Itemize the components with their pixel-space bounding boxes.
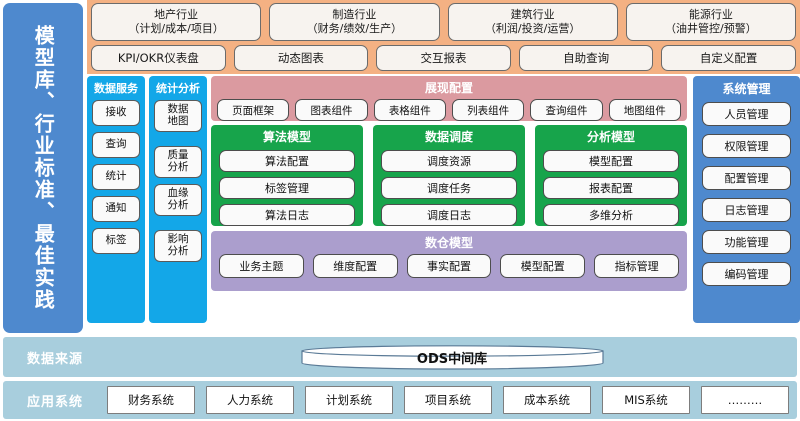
statistics-item-quality-analysis[interactable]: 质量 分析 — [154, 146, 202, 178]
scheduling-item-resource[interactable]: 调度资源 — [381, 150, 517, 172]
capability-interactive-report[interactable]: 交互报表 — [376, 45, 511, 71]
presentation-item-page-frame[interactable]: 页面框架 — [217, 99, 290, 121]
industry-card-real-estate[interactable]: 地产行业 （计划/成本/项目） — [91, 3, 262, 41]
warehouse-item-metric-management[interactable]: 指标管理 — [594, 254, 679, 278]
industry-card-manufacturing[interactable]: 制造行业 （财务/绩效/生产） — [269, 3, 440, 41]
system-item-function[interactable]: 功能管理 — [702, 230, 791, 254]
presentation-item-query-component[interactable]: 查询组件 — [530, 99, 603, 121]
application-systems-label: 应用系统 — [26, 394, 83, 410]
app-item-cost[interactable]: 成本系统 — [503, 386, 591, 414]
data-service-item-query[interactable]: 查询 — [92, 132, 140, 158]
warehouse-item-business-subject[interactable]: 业务主题 — [219, 254, 304, 278]
warehouse-model-title: 数仓模型 — [424, 236, 473, 250]
statistics-analysis-title: 统计分析 — [156, 82, 200, 95]
presentation-item-chart-component[interactable]: 图表组件 — [295, 99, 368, 121]
scheduling-item-log[interactable]: 调度日志 — [381, 204, 517, 226]
warehouse-item-model-config[interactable]: 模型配置 — [500, 254, 586, 278]
app-item-finance[interactable]: 财务系统 — [107, 386, 195, 414]
capability-custom-config[interactable]: 自定义配置 — [661, 45, 796, 71]
system-item-coding[interactable]: 编码管理 — [702, 262, 791, 286]
analysis-item-report-config[interactable]: 报表配置 — [543, 177, 679, 199]
app-item-hr[interactable]: 人力系统 — [206, 386, 294, 414]
warehouse-model-band: 数仓模型 业务主题 维度配置 事实配置 模型配置 指标管理 — [211, 231, 687, 291]
industry-name: 能源行业 — [688, 8, 733, 22]
data-service-title: 数据服务 — [94, 82, 138, 95]
presentation-item-map-component[interactable]: 地图组件 — [608, 99, 681, 121]
presentation-config-title: 展现配置 — [424, 81, 473, 95]
presentation-config-band: 展现配置 页面框架 图表组件 表格组件 列表组件 查询组件 地图组件 — [211, 76, 687, 121]
data-service-panel: 数据服务 接收 查询 统计 通知 标签 — [87, 76, 145, 323]
ods-holder: ODS中间库 — [107, 344, 797, 370]
capability-kpi-okr-dashboard[interactable]: KPI/OKR仪表盘 — [91, 45, 226, 71]
analysis-item-model-config[interactable]: 模型配置 — [543, 150, 679, 172]
statistics-item-impact-analysis[interactable]: 影响 分析 — [154, 230, 202, 262]
left-banner: 模型库、行业标准、最佳实践 — [3, 3, 83, 333]
warehouse-item-dimension-config[interactable]: 维度配置 — [312, 254, 398, 278]
system-item-personnel[interactable]: 人员管理 — [702, 102, 791, 126]
system-item-config[interactable]: 配置管理 — [702, 166, 791, 190]
industry-card-energy[interactable]: 能源行业 （油井管控/预警） — [625, 3, 796, 41]
ods-database-cylinder[interactable]: ODS中间库 — [300, 344, 605, 370]
data-source-strip: 数据来源 ODS中间库 — [3, 337, 797, 377]
industry-scope: （油井管控/预警） — [665, 22, 757, 35]
presentation-item-table-component[interactable]: 表格组件 — [373, 99, 446, 121]
warehouse-model-items: 业务主题 维度配置 事实配置 模型配置 指标管理 — [211, 251, 687, 278]
data-source-label: 数据来源 — [26, 351, 83, 367]
industry-name: 制造行业 — [332, 8, 377, 22]
analysis-model-title: 分析模型 — [586, 130, 635, 144]
database-icon — [300, 345, 604, 370]
industry-card-construction[interactable]: 建筑行业 （利润/投资/运营） — [447, 3, 618, 41]
center-stack: 展现配置 页面框架 图表组件 表格组件 列表组件 查询组件 地图组件 算法模型 … — [211, 76, 687, 323]
data-service-item-tag[interactable]: 标签 — [92, 228, 140, 254]
app-item-plan[interactable]: 计划系统 — [305, 386, 393, 414]
data-scheduling-band: 数据调度 调度资源 调度任务 调度日志 — [373, 125, 525, 226]
header-band: 地产行业 （计划/成本/项目） 制造行业 （财务/绩效/生产） 建筑行业 （利润… — [87, 0, 800, 74]
app-item-mis[interactable]: MIS系统 — [602, 386, 690, 414]
data-service-item-receive[interactable]: 接收 — [92, 100, 140, 126]
ods-label: ODS中间库 — [416, 351, 488, 367]
warehouse-item-fact-config[interactable]: 事实配置 — [406, 254, 492, 278]
statistics-analysis-panel: 统计分析 数据 地图 质量 分析 血缘 分析 影响 分析 — [149, 76, 207, 323]
application-systems-items: 财务系统 人力系统 计划系统 项目系统 成本系统 MIS系统 ……… — [107, 386, 797, 414]
industry-name: 建筑行业 — [510, 8, 555, 22]
data-service-item-notify[interactable]: 通知 — [92, 196, 140, 222]
app-item-more[interactable]: ……… — [701, 386, 789, 414]
industry-name: 地产行业 — [154, 8, 199, 22]
data-service-item-statistics[interactable]: 统计 — [92, 164, 140, 190]
model-bands-row: 算法模型 算法配置 标签管理 算法日志 数据调度 调度资源 调度任务 调度日志 … — [211, 125, 687, 226]
capability-self-service-query[interactable]: 自助查询 — [518, 45, 654, 71]
scheduling-item-task[interactable]: 调度任务 — [381, 177, 517, 199]
analysis-item-multidim[interactable]: 多维分析 — [543, 204, 679, 226]
algorithm-item-log[interactable]: 算法日志 — [219, 204, 355, 226]
data-scheduling-title: 数据调度 — [424, 130, 473, 144]
algorithm-model-band: 算法模型 算法配置 标签管理 算法日志 — [211, 125, 363, 226]
industry-row: 地产行业 （计划/成本/项目） 制造行业 （财务/绩效/生产） 建筑行业 （利润… — [91, 3, 796, 41]
industry-scope: （利润/投资/运营） — [484, 22, 581, 35]
app-item-project[interactable]: 项目系统 — [404, 386, 492, 414]
system-item-log[interactable]: 日志管理 — [702, 198, 791, 222]
presentation-item-list-component[interactable]: 列表组件 — [451, 99, 525, 121]
industry-scope: （财务/绩效/生产） — [306, 22, 403, 35]
analysis-model-band: 分析模型 模型配置 报表配置 多维分析 — [535, 125, 687, 226]
algorithm-model-title: 算法模型 — [262, 130, 311, 144]
presentation-config-items: 页面框架 图表组件 表格组件 列表组件 查询组件 地图组件 — [211, 96, 687, 121]
capability-dynamic-chart[interactable]: 动态图表 — [233, 45, 369, 71]
middle-region: 数据服务 接收 查询 统计 通知 标签 统计分析 数据 地图 质量 分析 血缘 … — [87, 76, 800, 333]
statistics-item-lineage-analysis[interactable]: 血缘 分析 — [154, 184, 202, 216]
system-management-title: 系统管理 — [722, 82, 771, 96]
statistics-item-data-map[interactable]: 数据 地图 — [154, 100, 202, 132]
algorithm-item-config[interactable]: 算法配置 — [219, 150, 355, 172]
system-item-permission[interactable]: 权限管理 — [702, 134, 791, 158]
industry-scope: （计划/成本/项目） — [128, 22, 224, 35]
application-systems-strip: 应用系统 财务系统 人力系统 计划系统 项目系统 成本系统 MIS系统 ……… — [3, 381, 797, 419]
left-banner-label: 模型库、行业标准、最佳实践 — [31, 25, 56, 311]
capability-row: KPI/OKR仪表盘 动态图表 交互报表 自助查询 自定义配置 — [91, 45, 796, 71]
algorithm-item-tag-management[interactable]: 标签管理 — [219, 177, 355, 199]
system-management-panel: 系统管理 人员管理 权限管理 配置管理 日志管理 功能管理 编码管理 — [693, 76, 800, 323]
